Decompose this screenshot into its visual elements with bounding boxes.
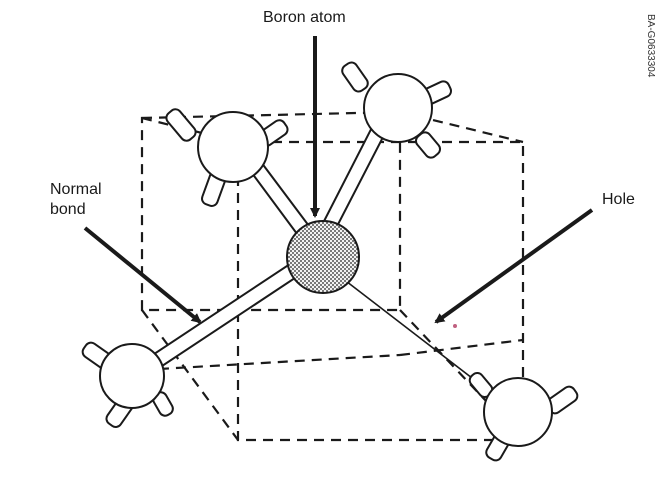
bond-left	[140, 258, 306, 376]
atom-bottom-right-sphere	[483, 377, 553, 447]
label-normal-bond-line1: Normal	[50, 181, 102, 198]
atom-bottom-right	[468, 371, 579, 462]
pointer-arrows	[83, 36, 594, 324]
atom-top-right-stub-1	[341, 61, 369, 93]
label-hole: Hole	[602, 191, 635, 208]
arrow-hole	[434, 208, 594, 324]
cube-edge-bottom-right	[399, 309, 524, 441]
label-normal-bond: Normal bond	[50, 180, 102, 220]
atom-top-left-sphere	[197, 111, 269, 183]
figure-code: BA-G0633304	[645, 14, 656, 78]
hole-mark	[453, 324, 457, 328]
cube-edge-bottom-left	[141, 309, 239, 441]
cube-edge-bottom-middle-2	[399, 338, 524, 357]
atom-left	[81, 341, 174, 428]
atom-top-left	[165, 108, 289, 207]
atom-top-right-sphere	[363, 73, 433, 143]
atom-top-left-stub-1	[165, 108, 197, 142]
atom-top-right	[341, 61, 453, 159]
atom-left-sphere	[99, 343, 165, 409]
label-normal-bond-line2: bond	[50, 201, 86, 218]
arrow-normal-bond	[83, 226, 202, 324]
boron-atom-sphere	[286, 220, 360, 294]
label-boron-atom: Boron atom	[263, 9, 346, 26]
cube-edge-bottom-middle	[141, 353, 401, 372]
